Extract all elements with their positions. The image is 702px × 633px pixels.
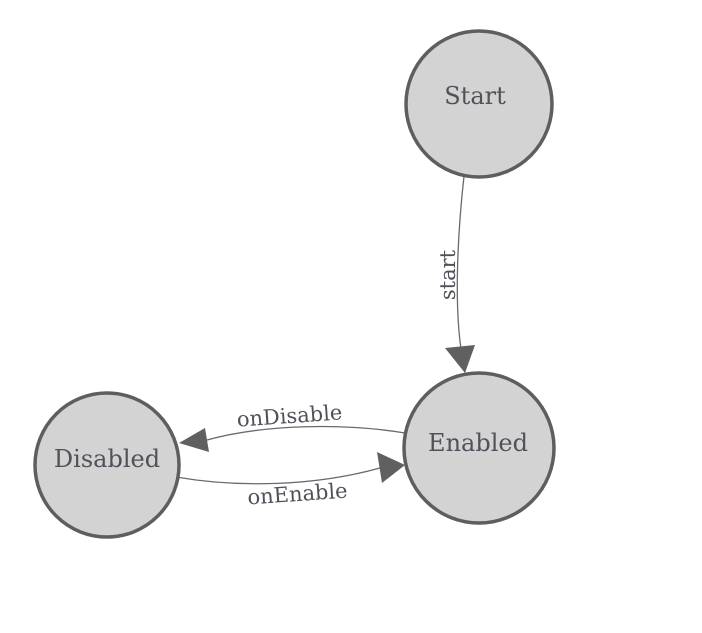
edge-disabled-to-enabled-line: [175, 467, 381, 485]
arrowhead-left-icon: [179, 428, 209, 452]
state-node-disabled[interactable]: Disabled: [33, 391, 181, 539]
edge-disabled-to-enabled: onEnable: [175, 452, 405, 509]
state-node-enabled[interactable]: Enabled: [402, 371, 556, 525]
edge-label-start: start: [436, 249, 460, 300]
arrowhead-down-icon: [445, 345, 475, 373]
edge-start-to-enabled-line: [456, 175, 465, 350]
state-node-enabled-circle[interactable]: [402, 371, 556, 525]
edge-enabled-to-disabled: onDisable: [179, 400, 406, 452]
state-node-enabled-label: Enabled: [428, 429, 528, 457]
state-node-start-label: Start: [444, 82, 506, 110]
arrowhead-right-icon: [377, 452, 405, 483]
state-node-disabled-label: Disabled: [54, 445, 160, 473]
edge-start-to-enabled: start: [436, 175, 475, 373]
state-node-disabled-circle[interactable]: [33, 391, 181, 539]
edge-enabled-to-disabled-line: [206, 425, 406, 441]
state-node-start-circle[interactable]: [404, 29, 554, 179]
state-node-start[interactable]: Start: [404, 29, 554, 179]
